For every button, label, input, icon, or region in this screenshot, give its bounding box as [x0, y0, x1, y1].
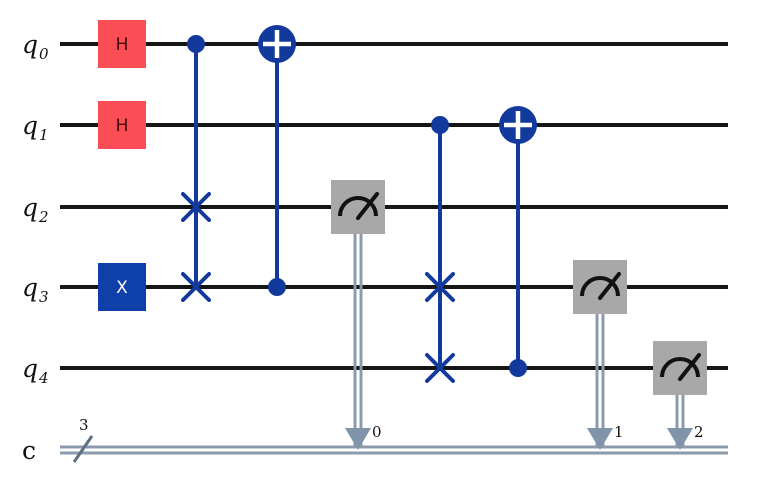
measure-q2-box[interactable]	[331, 180, 385, 234]
cnot-2-control-dot[interactable]	[509, 359, 527, 377]
cswap-2-control-dot[interactable]	[431, 116, 449, 134]
qubit-label-q0: q	[22, 30, 38, 59]
cswap-2-swap-x-q4[interactable]	[425, 353, 455, 383]
classical-register-label: c	[22, 436, 36, 465]
classical-register: c 3	[22, 416, 728, 465]
qubit-index-q2: 2	[38, 208, 49, 226]
qubit-labels: q 0 q 1 q 2 q 3 q 4	[22, 30, 49, 387]
measure-gate-q2[interactable]: 0	[331, 180, 385, 450]
qubit-label-q2: q	[22, 193, 38, 222]
cswap-2-swap-x-q3[interactable]	[425, 272, 455, 302]
hadamard-gate-q1[interactable]: H	[98, 101, 146, 149]
cswap-1-swap-x-q2[interactable]	[181, 192, 211, 222]
classical-register-slash	[72, 435, 94, 463]
cnot-2-target[interactable]	[499, 106, 537, 144]
pauli-x-gate-q3-label: X	[116, 278, 128, 298]
controlled-swap-gate-2[interactable]	[425, 116, 455, 383]
measure-q3-arc-icon	[580, 276, 620, 297]
hadamard-gate-q0-box[interactable]	[98, 20, 146, 68]
controlled-swap-gate-1[interactable]	[181, 35, 211, 302]
measure-q2-needle-icon	[356, 192, 379, 220]
cnot-gate-1[interactable]	[258, 25, 296, 296]
measure-q2-arrowhead	[345, 428, 371, 450]
measure-q2-arc-icon	[338, 196, 378, 217]
hadamard-gate-q0-label: H	[116, 35, 129, 55]
hadamard-gate-q1-box[interactable]	[98, 101, 146, 149]
measure-q4-box[interactable]	[653, 341, 707, 395]
measure-q4-clbit-index: 2	[694, 423, 704, 441]
qubit-label-q4: q	[22, 354, 38, 383]
cswap-1-swap-x-q3[interactable]	[181, 272, 211, 302]
cnot-1-target[interactable]	[258, 25, 296, 63]
qubit-index-q3: 3	[39, 288, 49, 306]
pauli-x-gate-q3-box[interactable]	[98, 263, 146, 311]
classical-register-size: 3	[79, 416, 89, 434]
measure-gate-q3[interactable]: 1	[573, 260, 627, 450]
qubit-label-q1: q	[22, 111, 38, 140]
cnot-gate-2[interactable]	[499, 106, 537, 377]
measure-q2-clbit-index: 0	[372, 423, 382, 441]
measure-q3-arrowhead	[587, 428, 613, 450]
measure-q3-box[interactable]	[573, 260, 627, 314]
measure-gate-q4[interactable]: 2	[653, 341, 707, 450]
pauli-x-gate-q3[interactable]: X	[98, 263, 146, 311]
measure-q3-clbit-index: 1	[614, 423, 624, 441]
qubit-label-q3: q	[22, 273, 38, 302]
quantum-wires	[60, 42, 728, 370]
measure-q4-arrowhead	[667, 428, 693, 450]
hadamard-gate-q1-label: H	[116, 116, 129, 136]
measure-q4-needle-icon	[678, 353, 701, 381]
cnot-1-control-dot[interactable]	[268, 278, 286, 296]
measure-q3-needle-icon	[598, 272, 621, 300]
hadamard-gate-q0[interactable]: H	[98, 20, 146, 68]
measure-q4-arc-icon	[660, 357, 700, 378]
cswap-1-control-dot[interactable]	[187, 35, 205, 53]
qubit-index-q0: 0	[39, 45, 49, 63]
qubit-index-q1: 1	[39, 126, 49, 144]
qubit-index-q4: 4	[38, 369, 49, 387]
